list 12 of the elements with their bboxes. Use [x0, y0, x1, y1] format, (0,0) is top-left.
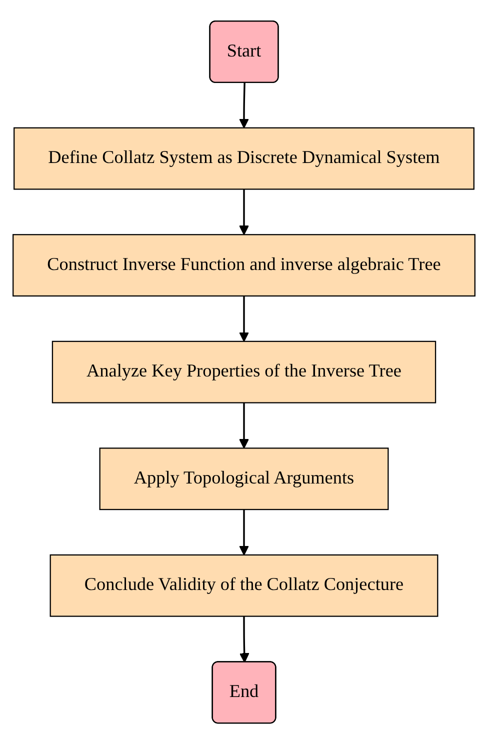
- arrow: [239, 509, 249, 556]
- node-box: [14, 127, 474, 190]
- arrow: [239, 296, 249, 342]
- node-box: [99, 448, 389, 510]
- node-box: [12, 234, 476, 296]
- arrow: [239, 402, 249, 449]
- arrow: [239, 616, 250, 663]
- arrow: [239, 189, 249, 235]
- flowchart: Start Define Collatz System as Discrete Dynamical System Construct Inverse Function and inverse algebraic Tree Analyze Key Properties of the Inverse Tree Apply Topological Arguments Conclude Validity of the Collatz Conjecture End: [4, 12, 484, 732]
- node-box: [50, 554, 438, 617]
- arrow: [239, 82, 249, 128]
- node-box: [52, 340, 436, 404]
